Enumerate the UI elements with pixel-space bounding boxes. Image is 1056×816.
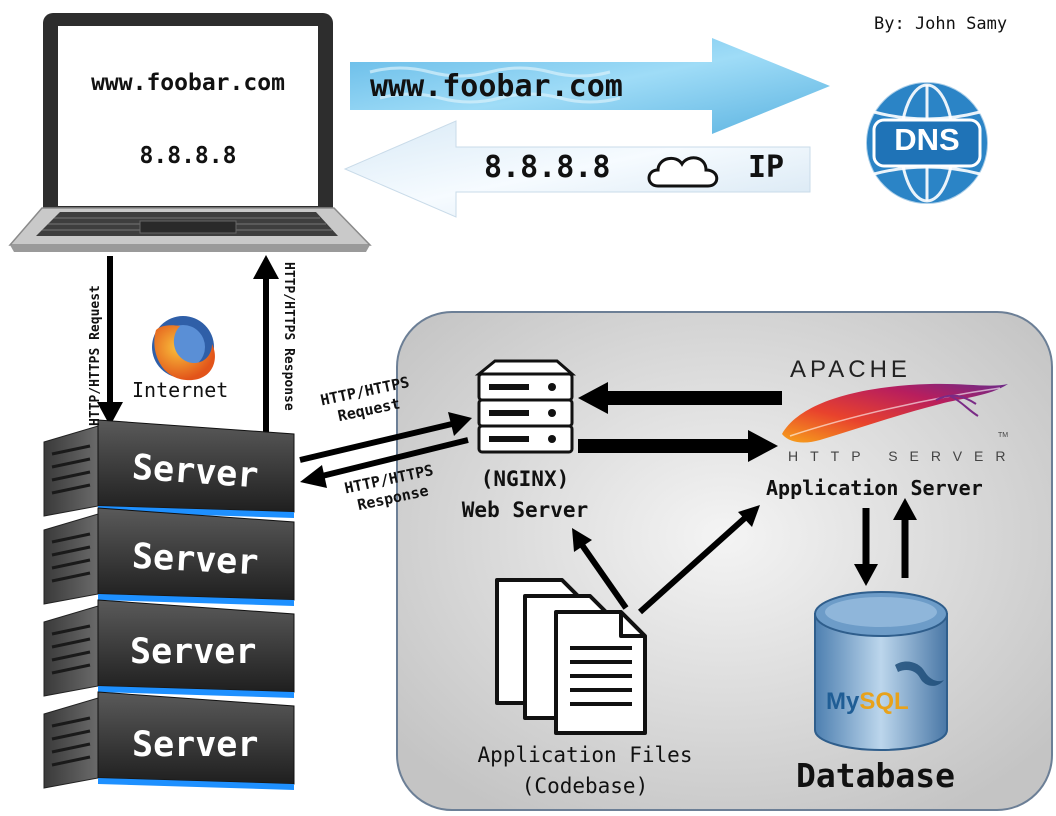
response-up-arrow: [253, 255, 279, 446]
web-to-app-arrow: [578, 430, 778, 462]
dns-reply-ip-label: IP: [748, 150, 785, 185]
app-files-line1: Application Files: [477, 743, 693, 767]
apache-trademark: TM: [998, 432, 1009, 439]
cloud-icon: [647, 156, 719, 188]
client-request-label: HTTP/HTTPS Request: [88, 285, 103, 426]
server-label-3: Server: [130, 632, 257, 672]
database-cylinder-icon: [814, 591, 948, 751]
app-files-label: Application Files (Codebase): [440, 740, 730, 802]
firefox-icon: [152, 316, 215, 381]
server-unit: [43, 691, 295, 790]
dns-reply-ip: 8.8.8.8: [484, 150, 611, 185]
server-unit: [43, 419, 295, 518]
app-server-label: Application Server: [766, 476, 983, 500]
web-server-line2: Web Server: [461, 498, 589, 522]
request-down-arrow: [97, 256, 123, 426]
files-to-web-arrow: [572, 528, 629, 610]
web-server-rack-icon: [474, 359, 577, 454]
apache-feather-icon: [782, 383, 1008, 443]
server-stack: [43, 419, 295, 790]
web-server-line1: (NGINX): [480, 467, 570, 491]
app-files-line2: (Codebase): [521, 774, 649, 798]
server-unit: [43, 599, 295, 698]
dns-query-url: www.foobar.com: [370, 69, 623, 104]
files-to-app-arrow: [637, 505, 760, 615]
mysql-logo: MySQL: [826, 688, 909, 716]
server-label-2: Server: [131, 536, 260, 584]
client-response-label: HTTP/HTTPS Response: [281, 262, 296, 411]
apache-brand: APACHE: [790, 356, 911, 383]
laptop-url: www.foobar.com: [91, 70, 285, 96]
dns-reply-arrow: [343, 120, 811, 218]
db-to-app-arrow: [893, 498, 917, 578]
apache-subtitle: HTTP SERVER: [788, 448, 1018, 464]
web-server-label: (NGINX) Web Server: [430, 464, 620, 526]
web-request-arrow: [299, 412, 472, 463]
mysql-logo-sql: SQL: [859, 688, 909, 715]
internet-label: Internet: [132, 378, 229, 402]
mysql-logo-my: My: [826, 688, 860, 715]
laptop-icon: [8, 13, 372, 252]
server-label-4: Server: [132, 725, 259, 765]
database-label: Database: [796, 756, 955, 795]
laptop-ip: 8.8.8.8: [139, 143, 237, 169]
author-credit: By: John Samy: [874, 14, 1008, 34]
app-to-db-arrow: [854, 508, 878, 586]
server-unit: [43, 507, 295, 606]
application-files-icon: [495, 578, 647, 735]
app-to-web-arrow: [578, 382, 782, 414]
dns-globe-icon: [865, 81, 989, 205]
dns-logo-text: DNS: [894, 122, 960, 157]
dns-query-arrow: [350, 38, 830, 134]
web-response-arrow: [300, 437, 469, 488]
